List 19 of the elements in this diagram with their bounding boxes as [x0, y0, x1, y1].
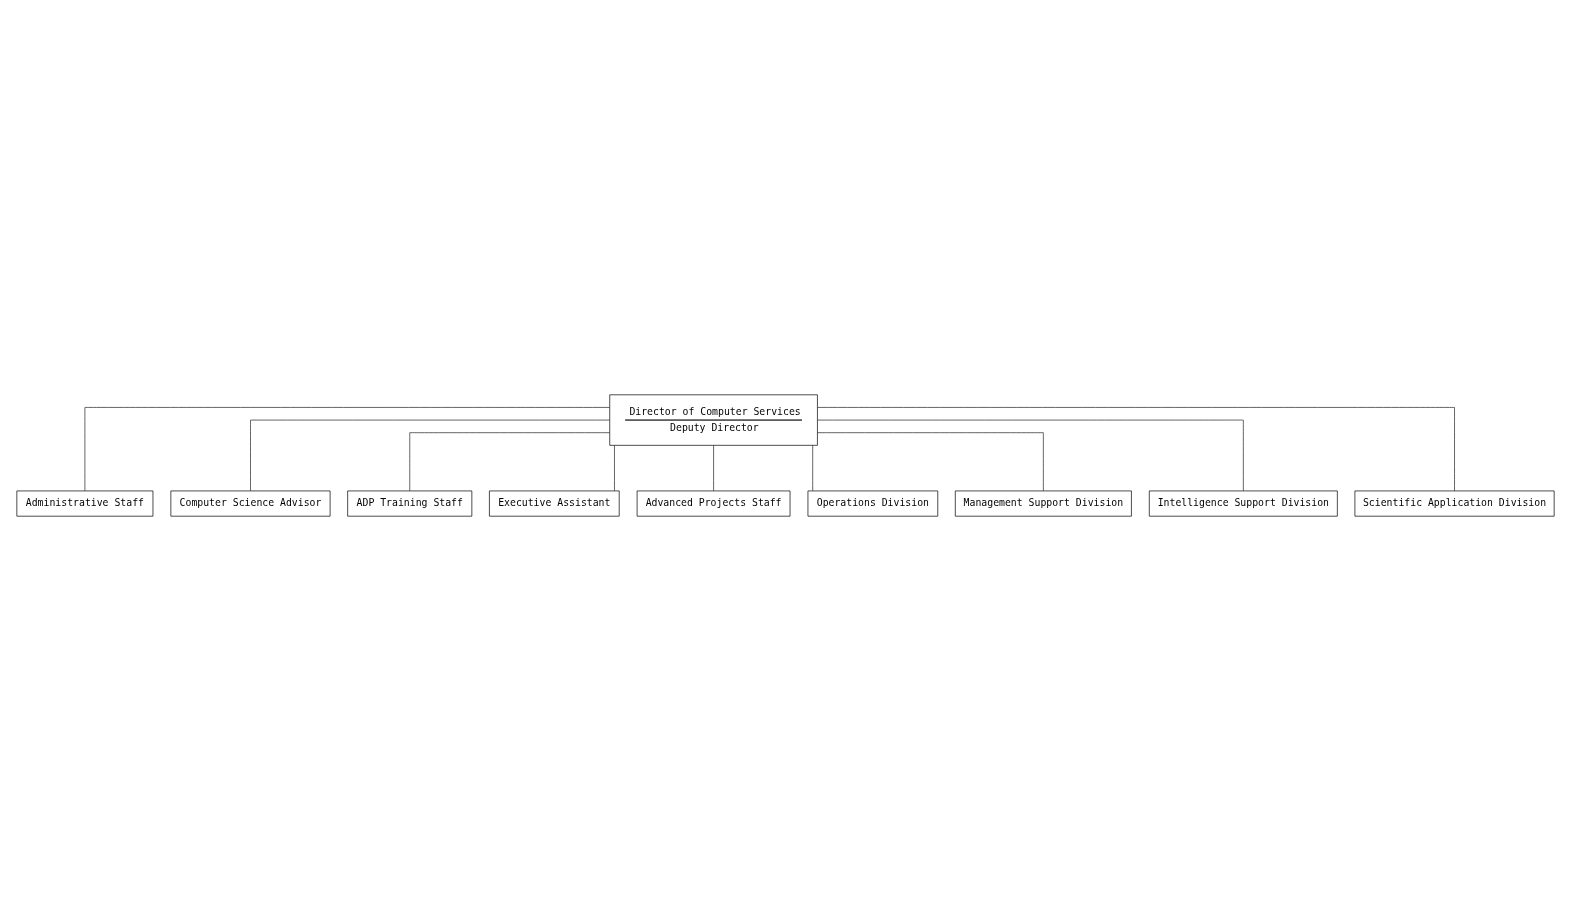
node-box: Management Support Division	[954, 490, 1132, 517]
connector	[817, 419, 1244, 491]
connector	[614, 444, 615, 491]
connector	[250, 419, 610, 491]
connector	[817, 406, 1455, 491]
connector	[713, 444, 714, 491]
node-box: Director of Computer Services Deputy Director	[609, 393, 818, 446]
node-box: Scientific Application Division	[1354, 490, 1555, 517]
connector	[812, 444, 814, 491]
node-box: ADP Training Staff	[347, 490, 473, 517]
node-box: Advanced Projects Staff	[636, 490, 791, 517]
connector	[817, 431, 1044, 491]
node-box: Administrative Staff	[16, 490, 154, 517]
node-box: Intelligence Support Division	[1148, 490, 1338, 517]
node-box: Operations Division	[807, 490, 939, 517]
node-box: Computer Science Advisor	[170, 490, 331, 517]
connector	[409, 431, 610, 491]
node-box: Executive Assistant	[489, 490, 620, 517]
connector	[84, 406, 610, 491]
